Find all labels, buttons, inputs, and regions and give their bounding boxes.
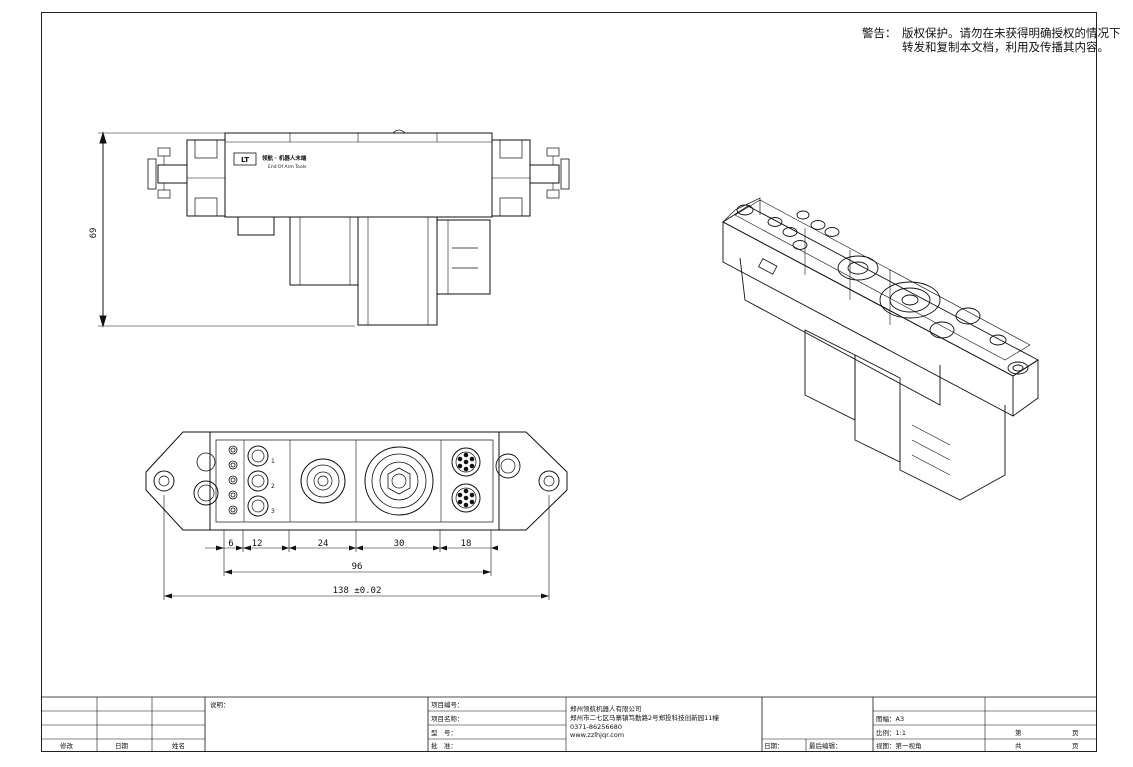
lt-logo-box bbox=[233, 152, 257, 166]
tb-total-unit: 页 bbox=[1072, 742, 1079, 750]
front-view: 69 LT 领航 · 机器人末端 End Of Arm T bbox=[89, 129, 570, 328]
top-body bbox=[209, 431, 500, 531]
dim-138: 138 ±0.02 bbox=[333, 586, 382, 596]
tb-address: 郑州市二七区马寨镇笃勤路2号郑投科技创新园11幢 bbox=[570, 714, 719, 722]
tb-name: 姓名 bbox=[172, 742, 185, 750]
locating-pin bbox=[193, 480, 219, 506]
signal-connectors bbox=[451, 447, 481, 513]
tb-company: 郑州领航机器人有限公司 bbox=[570, 705, 642, 713]
tb-modify: 修改 bbox=[60, 742, 73, 750]
isometric-view bbox=[722, 197, 1039, 501]
tb-project-name: 项目名称： bbox=[431, 715, 464, 723]
warning-line-2: 转发和复制本文档，利用及传播其内容。 bbox=[902, 40, 1109, 54]
tb-sheet-size: 图幅：A3 bbox=[876, 715, 905, 723]
connector-stub-1 bbox=[237, 216, 275, 236]
dim-18: 18 bbox=[461, 539, 472, 549]
iso-connector-large bbox=[879, 281, 941, 319]
tb-view: 视图：第一视角 bbox=[876, 742, 922, 750]
height-arrows bbox=[99, 131, 107, 328]
drawing-frame bbox=[41, 12, 1097, 752]
dim-12: 12 bbox=[252, 539, 263, 549]
top-view: 1 2 3 bbox=[145, 431, 568, 600]
connector-body-2 bbox=[357, 216, 438, 326]
tb-model: 型 号： bbox=[431, 729, 457, 737]
port-label-1: 1 bbox=[271, 458, 275, 465]
dimension-lines bbox=[163, 495, 550, 600]
right-mount-hole bbox=[538, 470, 560, 492]
numbered-ports bbox=[247, 445, 269, 517]
tb-phone: 0371-86256680 bbox=[570, 723, 622, 731]
left-ear bbox=[145, 431, 210, 531]
tb-total: 共 bbox=[1015, 742, 1022, 750]
warning-label: 警告： bbox=[862, 26, 897, 40]
connector-body-3 bbox=[436, 219, 491, 295]
connector-24 bbox=[300, 458, 346, 504]
port-label-3: 3 bbox=[271, 508, 275, 515]
connector-30 bbox=[364, 446, 434, 516]
dimension-arrows bbox=[164, 545, 549, 599]
tb-date2: 日期： bbox=[764, 742, 784, 750]
left-screw-block bbox=[157, 164, 188, 184]
tb-approve: 批 准： bbox=[431, 742, 457, 750]
port-label-2: 2 bbox=[271, 483, 275, 490]
tb-sheet-no: 第 bbox=[1015, 729, 1022, 737]
dim-96: 96 bbox=[352, 562, 363, 572]
tb-last-editor: 最后编辑： bbox=[809, 742, 842, 750]
height-dim-text: 69 bbox=[89, 228, 99, 239]
tb-scale: 比例：1:1 bbox=[876, 729, 906, 737]
title-block bbox=[41, 696, 1097, 752]
logo-en-text: End Of Arm Tools bbox=[268, 164, 307, 170]
left-mount-hole bbox=[153, 470, 175, 492]
tb-page-unit: 页 bbox=[1072, 729, 1079, 737]
main-body bbox=[224, 132, 493, 218]
right-ear bbox=[499, 431, 568, 531]
right-screw-block bbox=[529, 164, 560, 184]
dim-24: 24 bbox=[318, 539, 329, 549]
tb-date: 日期 bbox=[115, 742, 128, 750]
tb-notes: 说明： bbox=[210, 701, 230, 709]
air-port-column bbox=[228, 445, 238, 515]
tb-project-no: 项目编号： bbox=[431, 701, 464, 709]
dim-30: 30 bbox=[394, 539, 405, 549]
tb-website: www.zzlhjqr.com bbox=[570, 731, 625, 739]
lt-logo-text: LT bbox=[241, 156, 249, 164]
logo-cn-text: 领航 · 机器人末端 bbox=[261, 154, 307, 162]
iso-connector-small bbox=[837, 255, 879, 281]
dim-6: 6 bbox=[228, 539, 233, 549]
warning-line-1: 版权保护。请勿在未获得明确授权的情况下 bbox=[902, 26, 1121, 40]
